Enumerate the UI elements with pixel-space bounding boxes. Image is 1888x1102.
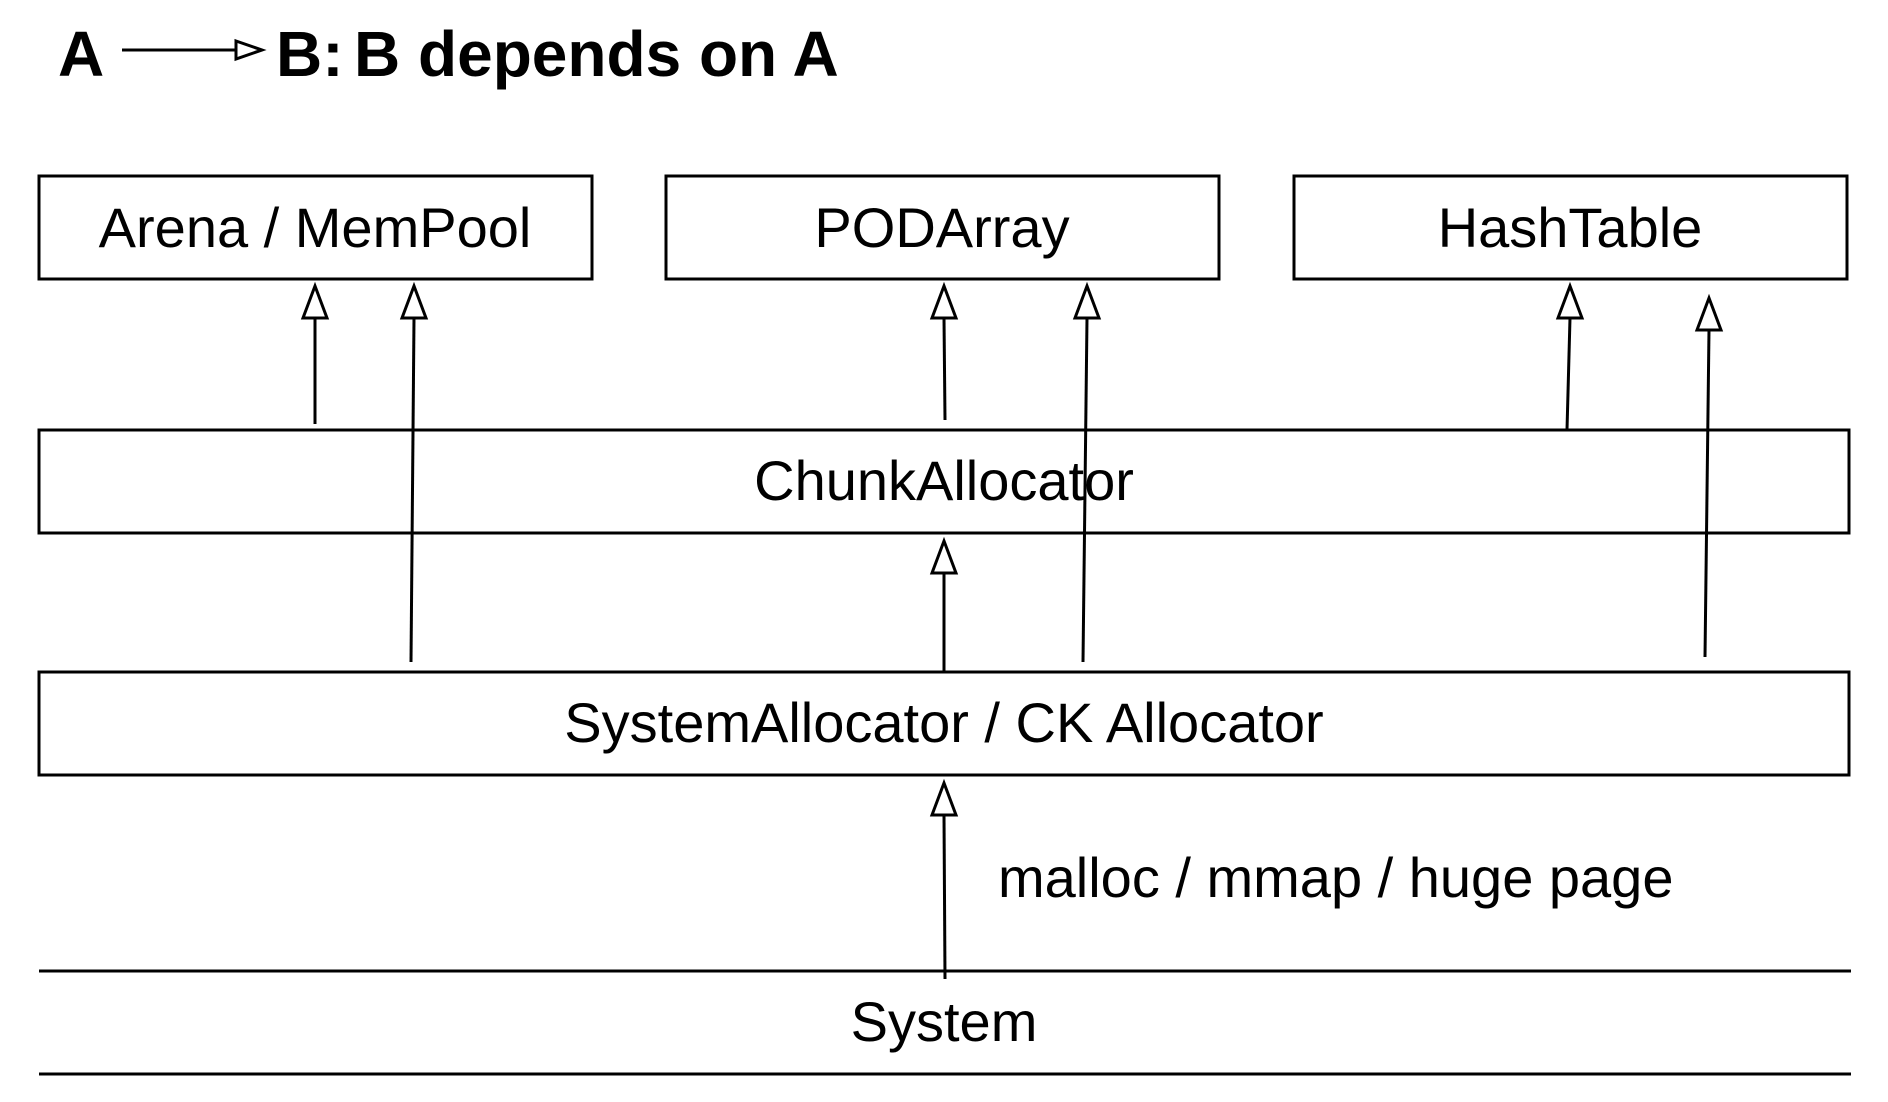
box-chunk-allocator: ChunkAllocator (37, 428, 1851, 535)
box-hashtable: HashTable (1292, 174, 1849, 281)
system-layer: System (39, 969, 1851, 1076)
box-podarray: PODArray (664, 174, 1221, 281)
arrowhead-chunk-to-arena-icon (300, 281, 330, 320)
box-chunk-label: ChunkAllocator (754, 449, 1134, 512)
arrowhead-system-to-sysalloc-icon (929, 778, 959, 817)
box-arena-mempool: Arena / MemPool (37, 174, 594, 281)
edge-chunk-to-podarray (942, 317, 947, 421)
box-arena-label: Arena / MemPool (99, 196, 532, 259)
box-sysalloc-label: SystemAllocator / CK Allocator (564, 691, 1323, 754)
legend-b: B: (276, 18, 344, 90)
arrowhead-chunk-to-hashtable-icon (1555, 281, 1585, 320)
legend-description: B depends on A (354, 18, 839, 90)
box-sysalloc-rect (37, 670, 1851, 777)
box-arena-rect (37, 174, 594, 281)
legend: A B: B depends on A (58, 18, 839, 90)
box-chunk-rect (37, 428, 1851, 535)
arrowhead-chunk-to-podarray-icon (929, 281, 959, 320)
legend-a: A (58, 18, 104, 90)
box-podarray-rect (664, 174, 1221, 281)
edge-sysalloc-to-podarray (1081, 317, 1089, 663)
edge-label-malloc: malloc / mmap / huge page (998, 846, 1673, 909)
edge-sysalloc-to-arena (409, 317, 416, 663)
arrowhead-sysalloc-to-hashtable-icon (1694, 293, 1724, 332)
box-hashtable-rect (1292, 174, 1849, 281)
legend-arrowhead-icon (234, 38, 267, 62)
edge-system-to-sysalloc (942, 814, 947, 980)
edge-sysalloc-to-hashtable (1703, 329, 1711, 658)
box-podarray-label: PODArray (814, 196, 1069, 259)
arrowhead-sysalloc-to-arena-icon (399, 281, 429, 320)
dependency-arrows (300, 281, 1724, 980)
arrowhead-sysalloc-to-podarray-icon (1072, 281, 1102, 320)
box-system-allocator: SystemAllocator / CK Allocator (37, 670, 1851, 777)
system-label: System (851, 990, 1038, 1053)
edge-chunk-to-hashtable (1565, 317, 1572, 431)
arrowhead-sysalloc-to-chunk-icon (929, 536, 959, 575)
box-hashtable-label: HashTable (1438, 196, 1703, 259)
